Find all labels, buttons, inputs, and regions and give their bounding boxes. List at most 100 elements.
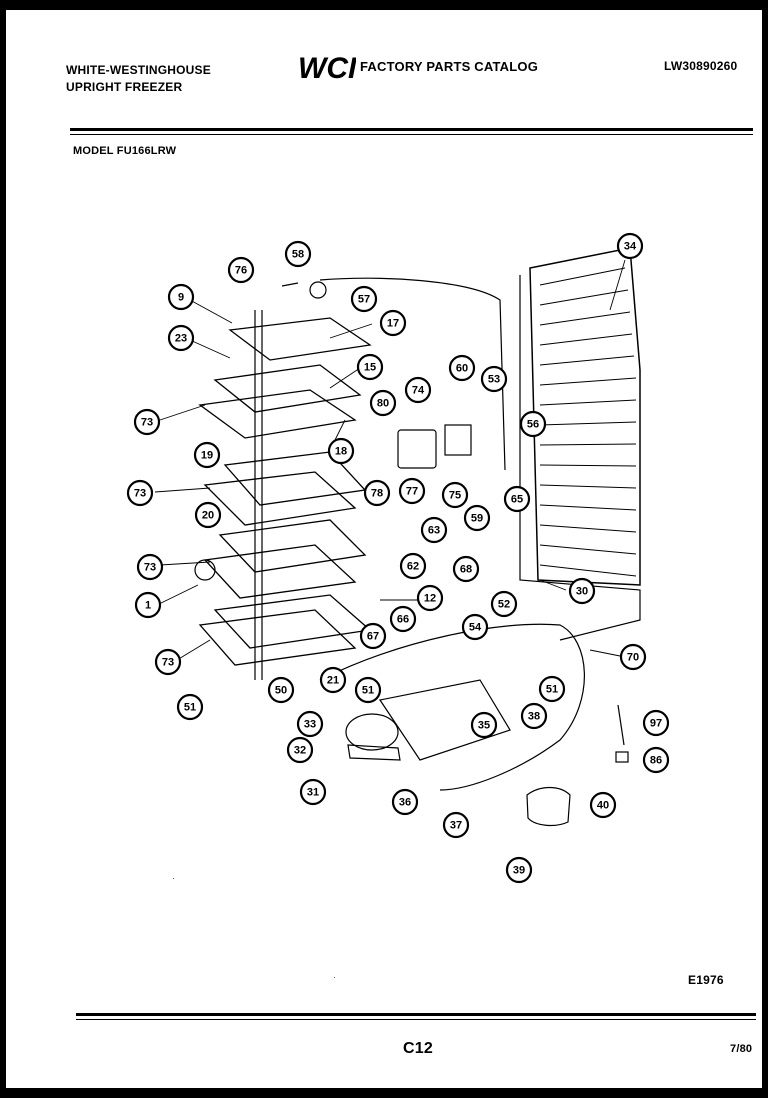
catalog-title: FACTORY PARTS CATALOG (360, 59, 539, 74)
scan-speck: · (333, 973, 336, 982)
callout-label: 58 (292, 249, 304, 261)
callout-label: 97 (650, 718, 662, 730)
callout-74: 74 (404, 376, 432, 404)
callout-68: 68 (452, 555, 480, 583)
callout-label: 50 (275, 685, 287, 697)
callout-54: 54 (461, 613, 489, 641)
callout-60: 60 (448, 354, 476, 382)
callout-label: 51 (546, 684, 558, 696)
callout-19: 19 (193, 441, 221, 469)
callout-33: 33 (296, 710, 324, 738)
callout-label: 19 (201, 450, 213, 462)
footer-rule-thin (76, 1019, 756, 1020)
callout-62: 62 (399, 552, 427, 580)
scan-speck: · (172, 874, 175, 883)
callout-17: 17 (379, 309, 407, 337)
callout-label: 38 (528, 711, 540, 723)
callout-39: 39 (505, 856, 533, 884)
callout-label: 77 (406, 486, 418, 498)
callout-78: 78 (363, 479, 391, 507)
header-rule (70, 128, 753, 131)
callout-21: 21 (319, 666, 347, 694)
callout-label: 78 (371, 488, 383, 500)
callout-36: 36 (391, 788, 419, 816)
wci-logo: WCI (298, 52, 356, 83)
callout-31: 31 (299, 778, 327, 806)
header-rule-thin (70, 134, 753, 135)
callout-75: 75 (441, 481, 469, 509)
callout-32: 32 (286, 736, 314, 764)
callout-label: 66 (397, 614, 409, 626)
product-type: UPRIGHT FREEZER (66, 80, 183, 94)
callout-38: 38 (520, 702, 548, 730)
callout-label: 51 (184, 702, 196, 714)
callout-9: 9 (167, 283, 195, 311)
footer-rule (76, 1013, 756, 1016)
revision-date: 7/80 (730, 1043, 753, 1055)
callout-label: 34 (624, 241, 637, 253)
callout-63: 63 (420, 516, 448, 544)
callout-label: 70 (627, 652, 639, 664)
callout-66: 66 (389, 605, 417, 633)
callout-86: 86 (642, 746, 670, 774)
brand-name: WHITE-WESTINGHOUSE (66, 63, 211, 77)
callout-30: 30 (568, 577, 596, 605)
callout-59: 59 (463, 504, 491, 532)
callout-label: 1 (145, 600, 151, 612)
page-border-left (0, 0, 6, 1098)
callout-35: 35 (470, 711, 498, 739)
callout-20: 20 (194, 501, 222, 529)
callout-67: 67 (359, 622, 387, 650)
callout-label: 31 (307, 787, 319, 799)
page-border-right (762, 0, 768, 1098)
callout-label: 37 (450, 820, 462, 832)
callout-51: 51 (538, 675, 566, 703)
callout-label: 51 (362, 685, 374, 697)
diagram-code: E1976 (688, 973, 724, 987)
callout-label: 62 (407, 561, 419, 573)
callout-label: 17 (387, 318, 399, 330)
callout-73: 73 (133, 408, 161, 436)
callout-51: 51 (176, 693, 204, 721)
callout-label: 32 (294, 745, 306, 757)
callout-label: 73 (141, 417, 153, 429)
callout-label: 73 (134, 488, 146, 500)
callout-80: 80 (369, 389, 397, 417)
page-number: C12 (403, 1040, 433, 1057)
callout-label: 75 (449, 490, 461, 502)
callout-57: 57 (350, 285, 378, 313)
callout-51: 51 (354, 676, 382, 704)
callout-73: 73 (136, 553, 164, 581)
callout-18: 18 (327, 437, 355, 465)
callout-1: 1 (134, 591, 162, 619)
callout-label: 20 (202, 510, 214, 522)
callout-label: 18 (335, 446, 347, 458)
callout-label: 52 (498, 599, 510, 611)
callout-label: 12 (424, 593, 436, 605)
callout-label: 86 (650, 755, 662, 767)
brand-block: WHITE-WESTINGHOUSE UPRIGHT FREEZER (66, 62, 211, 96)
callout-73: 73 (126, 479, 154, 507)
callout-23: 23 (167, 324, 195, 352)
callout-label: 9 (178, 292, 184, 304)
callout-label: 40 (597, 800, 609, 812)
callout-65: 65 (503, 485, 531, 513)
callout-label: 76 (235, 265, 247, 277)
callout-label: 36 (399, 797, 411, 809)
callout-12: 12 (416, 584, 444, 612)
callout-73: 73 (154, 648, 182, 676)
callout-label: 54 (469, 622, 482, 634)
callout-label: 63 (428, 525, 440, 537)
callout-58: 58 (284, 240, 312, 268)
callout-97: 97 (642, 709, 670, 737)
callout-label: 67 (367, 631, 379, 643)
callout-50: 50 (267, 676, 295, 704)
callout-77: 77 (398, 477, 426, 505)
callout-40: 40 (589, 791, 617, 819)
callout-label: 57 (358, 294, 370, 306)
page-border-bottom (0, 1088, 768, 1098)
callout-76: 76 (227, 256, 255, 284)
callout-label: 59 (471, 513, 483, 525)
callout-label: 53 (488, 374, 500, 386)
